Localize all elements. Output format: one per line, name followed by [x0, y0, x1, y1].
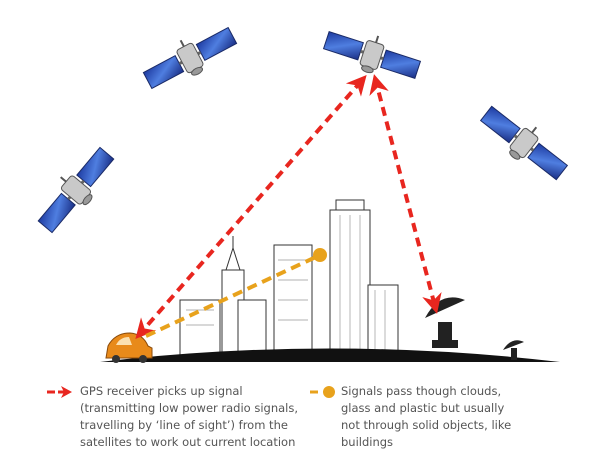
satellite-icon [473, 96, 576, 189]
signal-endpoint-dot [313, 248, 327, 262]
legend-gps-signal-text: GPS receiver picks up signal (transmitti… [80, 384, 299, 449]
satellite-dish-icon [425, 297, 465, 348]
legend-obstruction-text: Signals pass though clouds, glass and pl… [341, 384, 512, 449]
ground [100, 348, 560, 362]
satellite-icon [319, 19, 426, 89]
satellite-icon [136, 16, 243, 98]
legend-red-arrow-icon [47, 386, 72, 398]
legend-orange-dot-icon [310, 386, 335, 398]
satellite-icon [28, 138, 123, 240]
small-dish-icon [503, 340, 524, 360]
car-icon [105, 332, 153, 363]
gps-signal-line-dish [369, 74, 442, 314]
city-skyline [179, 199, 399, 356]
gps-signal-line-car [135, 74, 367, 340]
